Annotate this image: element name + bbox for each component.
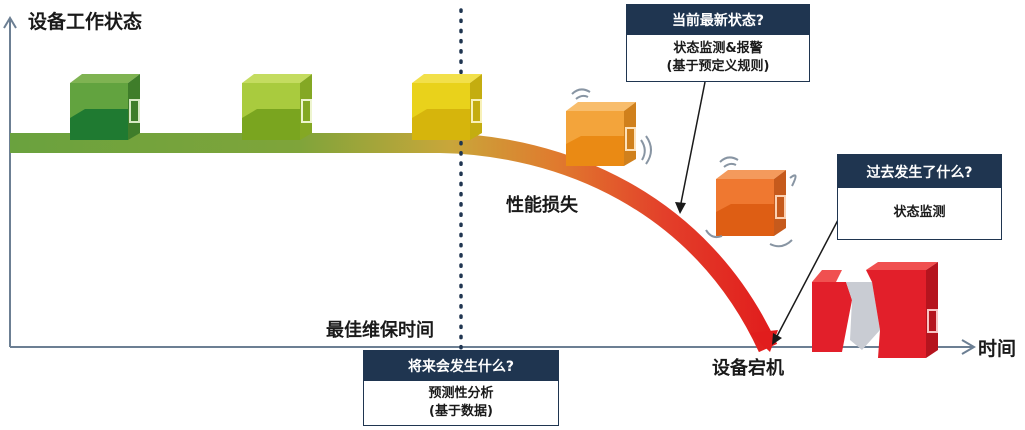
trend-arrowhead: [750, 330, 778, 352]
machine-degrading-orange: [566, 88, 652, 166]
callout-condition-monitoring-alarm: 当前最新状态? 状态监测&报警 (基于预定义规则): [626, 4, 810, 82]
current-callout-pointer: [679, 81, 706, 209]
machine-healthy-yellow-green: [242, 74, 312, 140]
machine-healthy-green: [70, 74, 140, 140]
current-callout-pointer-arrow: [675, 202, 686, 214]
past-callout-pointer: [774, 219, 839, 341]
y-axis-label: 设备工作状态: [28, 10, 142, 33]
y-axis: [3, 16, 17, 347]
machine-warning-yellow: [412, 74, 482, 140]
machine-degrading-dark-orange: [705, 156, 797, 248]
equipment-down-label: 设备宕机: [712, 357, 784, 379]
callout-condition-monitoring: 过去发生了什么? 状态监测: [837, 154, 1002, 240]
callout-current-body: 状态监测&报警 (基于预定义规则): [627, 35, 809, 80]
optimal-maintenance-label: 最佳维保时间: [326, 319, 434, 341]
x-axis-label: 时间: [978, 338, 1016, 360]
callout-future-body: 预测性分析 (基于数据): [364, 381, 558, 424]
machine-broken-red: [812, 262, 938, 358]
callout-future-title: 将来会发生什么?: [364, 351, 558, 381]
callout-future-line2: (基于数据): [429, 403, 493, 419]
callout-future-line1: 预测性分析: [428, 385, 494, 401]
performance-trend-band: [10, 133, 778, 353]
callout-current-title: 当前最新状态?: [627, 5, 809, 35]
performance-loss-label: 性能损失: [506, 194, 579, 216]
callout-past-line1: 状态监测: [893, 205, 946, 220]
callout-current-line2: (基于预定义规则): [666, 58, 770, 74]
past-callout-pointer-arrow: [772, 333, 782, 345]
callout-predictive-analysis: 将来会发生什么? 预测性分析 (基于数据): [363, 350, 559, 426]
callout-past-title: 过去发生了什么?: [838, 155, 1001, 188]
x-axis: [10, 339, 976, 355]
callout-past-body: 状态监测: [838, 188, 1001, 238]
callout-current-line1: 状态监测&报警: [673, 40, 763, 56]
